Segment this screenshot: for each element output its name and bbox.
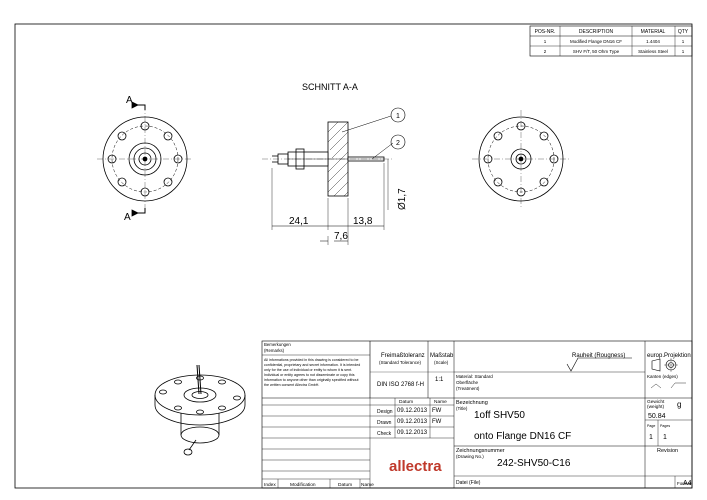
history-row-date: 09.12.2013 (397, 408, 428, 414)
scale-value: 1:1 (435, 377, 444, 383)
parts-cell: 1 (682, 49, 685, 54)
parts-header-material: MATERIAL (641, 29, 666, 35)
tolerance-label: Freimaßtoleranz (381, 353, 425, 359)
confidentiality-notice: Individual or entity agrees to not disse… (264, 373, 355, 377)
parts-cell: SHV F/T, 50 Ohm Type (573, 49, 620, 54)
confidentiality-notice: All informations provided in this drawin… (264, 358, 359, 362)
parts-cell: 1 (544, 39, 547, 44)
allectra-logo: allectra (389, 458, 442, 475)
balloon-1: 1 (396, 113, 400, 120)
drawing-number: 242-SHV50-C16 (497, 458, 571, 469)
parts-cell: Stainless Steel (638, 49, 668, 54)
designation-line1: 1off SHV50 (474, 410, 525, 421)
parts-header-qty: QTY (678, 29, 689, 35)
history-row-label: Check (377, 431, 392, 437)
title-block (261, 340, 693, 489)
dimension-13-8: 13,8 (353, 216, 373, 227)
page-number: 1 (649, 434, 653, 441)
dimension-24-1: 24,1 (289, 216, 309, 227)
format-value: A4 (683, 480, 692, 487)
history-row-name: FW (432, 419, 442, 425)
revision-col-modification: Modification (290, 482, 316, 488)
history-col-name: Name (434, 399, 447, 405)
material-line: Material: Standard (456, 374, 493, 379)
parts-header-pos: POS-NR. (535, 29, 556, 35)
revision-col-date: Datum (338, 482, 352, 488)
drawing-number-label: Zeichnungsnummer (456, 448, 505, 454)
designation-line2: onto Flange DN16 CF (474, 431, 571, 442)
edges-label: Kanten (edges) (647, 374, 678, 379)
revision-label: Revision (657, 448, 678, 454)
remarks-subtitle: (Remarks) (264, 348, 285, 353)
dimension-diameter: Ø1,7 (397, 188, 408, 210)
confidentiality-notice: confidential, proprietary and secret inf… (264, 363, 360, 367)
parts-cell: 2 (544, 49, 547, 54)
confidentiality-notice: information to anyone other than origina… (264, 378, 359, 382)
history-row-date: 09.12.2013 (397, 419, 428, 425)
material-line: (Treatment) (456, 386, 480, 391)
page-count: 1 (663, 434, 667, 441)
confidentiality-notice: only for the use of individual or entity… (264, 368, 352, 372)
weight-value: 50.84 (648, 413, 666, 420)
history-row-date: 09.12.2013 (397, 430, 428, 436)
weight-label: Gewicht (647, 399, 665, 405)
history-row-name: FW (432, 408, 442, 414)
remarks-title: Bemerkungen (264, 342, 291, 347)
history-col-date: Datum (399, 399, 413, 405)
material-line: Oberfläche (456, 380, 479, 385)
section-marker-top: A (126, 95, 133, 106)
roughness-label: Rauheit (Rougness) (572, 353, 625, 359)
parts-cell: Modified Flange DN16 CF (570, 39, 622, 44)
tolerance-sub: (Standard Tolerance) (379, 360, 421, 365)
weight-sub: (weight) (647, 404, 664, 410)
history-row-label: Design (377, 409, 393, 415)
parts-cell: 1.4404 (646, 39, 660, 44)
format-label: Format (677, 481, 692, 486)
drawing-number-sub: (Drawing No.) (456, 454, 484, 459)
history-row-label: Drawn (377, 420, 392, 426)
pages-label: Pages (660, 424, 670, 428)
isometric-view (154, 364, 246, 456)
page-label: Page (647, 424, 655, 428)
section-view (262, 107, 406, 245)
scale-sub: (Scale) (434, 360, 449, 365)
file-label: Datei (File) (456, 480, 481, 486)
designation-label: Bezeichnung (456, 400, 488, 406)
section-marker-bottom: A (124, 212, 131, 223)
balloon-2: 2 (396, 140, 400, 147)
dimension-7-6: 7,6 (334, 231, 348, 242)
parts-list: POS-NR. DESCRIPTION MATERIAL QTY 1 Modif… (529, 25, 693, 57)
designation-sub: (Title) (456, 406, 468, 411)
confidentiality-notice: the written consent Allectra GmbH. (264, 383, 319, 387)
tolerance-value: DIN ISO 2768 f-H (377, 382, 424, 388)
front-view-left (97, 101, 193, 217)
section-title: SCHNITT A-A (302, 82, 358, 92)
back-view-right (472, 110, 570, 208)
revision-col-name: Name (361, 482, 374, 488)
revision-col-index: Index (264, 482, 276, 488)
projection-label: europ.Projektion (647, 353, 691, 359)
parts-header-description: DESCRIPTION (579, 29, 614, 35)
parts-cell: 1 (682, 39, 685, 44)
weight-unit: g (677, 400, 681, 409)
scale-label: Maßstab (430, 353, 454, 359)
